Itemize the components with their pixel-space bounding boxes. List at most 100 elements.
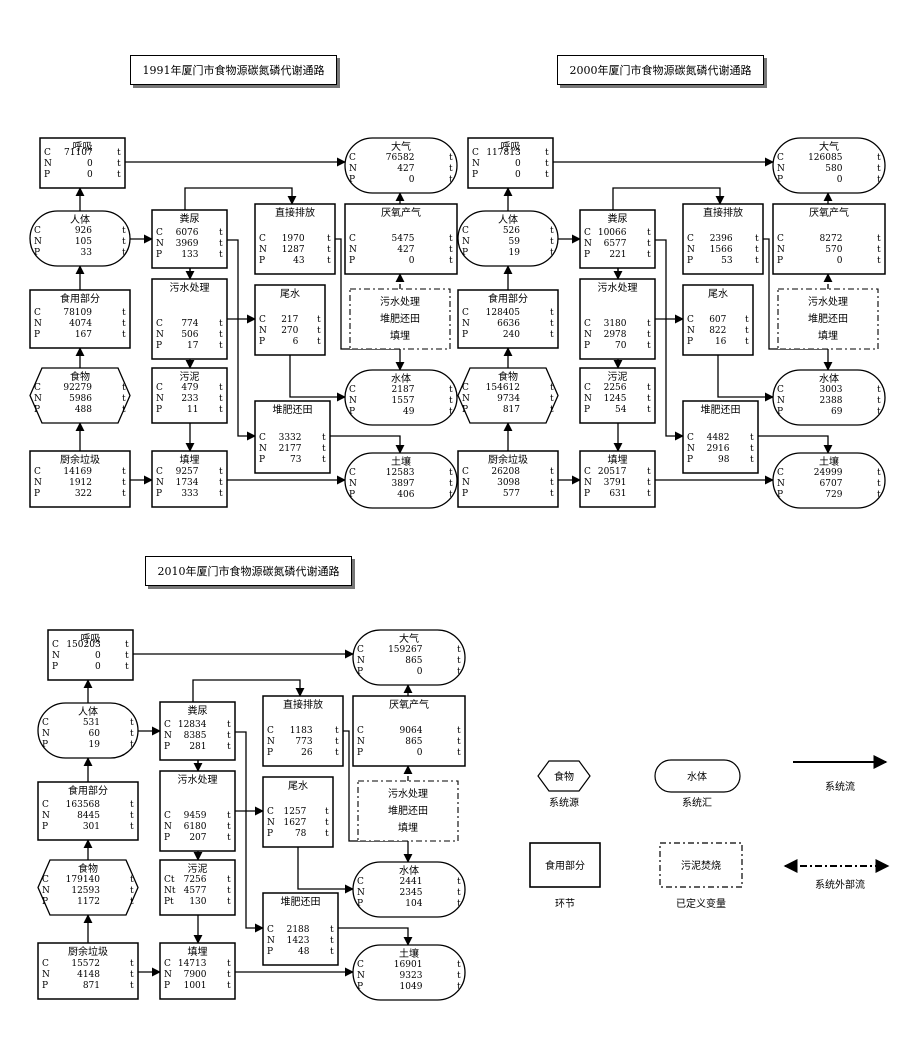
element-label: N — [687, 444, 695, 454]
element-label: N — [156, 478, 164, 488]
element-label: N — [472, 159, 480, 169]
element-label: P — [267, 947, 273, 957]
value-p: 1172 — [77, 897, 100, 907]
value-p: 11 — [187, 405, 198, 415]
legend-sink-label: 水体 — [687, 771, 707, 783]
value-n: 1566 — [710, 245, 733, 255]
element-label: N — [259, 326, 267, 336]
element-label: P — [349, 256, 355, 266]
node-label: 呼吸 — [501, 141, 521, 153]
unit-label: t — [745, 337, 749, 347]
value-n: 8385 — [184, 731, 207, 741]
unit-label: t — [877, 490, 881, 500]
unit-label: t — [130, 740, 134, 750]
node-label: 水体 — [399, 865, 419, 877]
value-p: 281 — [189, 742, 206, 752]
node-label: 食用部分 — [60, 292, 100, 305]
element-label: N — [156, 394, 164, 404]
element-label: C — [156, 383, 163, 393]
node-label: 污水处理 — [170, 282, 210, 294]
element-label: N — [156, 239, 164, 249]
node-label: 污泥 — [180, 370, 200, 383]
node-label: 食用部分 — [488, 292, 528, 305]
element-label: P — [156, 489, 162, 499]
unit-label: t — [130, 718, 134, 728]
unit-label: t — [750, 444, 754, 454]
value-c: 20517 — [598, 467, 627, 477]
value-n: 4148 — [77, 970, 100, 980]
unit-label: t — [227, 970, 231, 980]
unit-label: t — [317, 337, 321, 347]
element-label: N — [267, 818, 275, 828]
element-label: C — [259, 234, 266, 244]
unit-label: t — [125, 662, 129, 672]
unit-label: t — [227, 822, 231, 832]
flow-arrow — [289, 355, 346, 402]
unit-label: t — [335, 726, 339, 736]
node-label: 直接排放 — [283, 698, 323, 711]
value-p: 631 — [609, 489, 626, 499]
node-label: 食物 — [498, 370, 518, 383]
value-c: 607 — [709, 315, 726, 325]
value-c: 76582 — [386, 153, 415, 163]
legend-defined-caption: 已定义变量 — [676, 897, 726, 910]
value-n: 4074 — [69, 319, 92, 329]
value-p: 240 — [503, 330, 520, 340]
unit-label: t — [449, 256, 453, 266]
node-label: 尾水 — [708, 288, 728, 300]
element-label: C — [34, 308, 41, 318]
element-label: N — [164, 731, 172, 741]
unit-label: t — [550, 248, 554, 258]
value-n: 2177 — [279, 444, 302, 454]
value-n: 1557 — [392, 396, 415, 406]
unit-label: t — [550, 489, 554, 499]
node-label: 人体 — [78, 706, 98, 718]
element-label: C — [349, 385, 356, 395]
element-label: N — [584, 239, 592, 249]
node-label: 厌氧产气 — [389, 698, 429, 711]
unit-label: t — [325, 829, 329, 839]
node-label: 大气 — [391, 140, 411, 153]
unit-label: t — [449, 396, 453, 406]
legend: 食物 系统源 水体 系统汇 系统流 食用部分 环节 污泥焚烧 已定义变量 系统外… — [529, 755, 890, 910]
element-label: N — [164, 970, 172, 980]
unit-label: t — [449, 407, 453, 417]
element-label: C — [34, 226, 41, 236]
value-p: 0 — [87, 170, 93, 180]
value-c: 926 — [75, 226, 92, 236]
element-label: N — [34, 237, 42, 247]
unit-label: t — [449, 153, 453, 163]
unit-label: t — [130, 886, 134, 896]
unit-label: t — [449, 245, 453, 255]
element-label: P — [357, 982, 363, 992]
flow-arrow — [763, 238, 833, 371]
legend-system-flow-caption: 系统流 — [825, 780, 855, 793]
value-c: 774 — [181, 319, 198, 329]
node-label: 食物 — [78, 862, 98, 875]
value-n: 1245 — [604, 394, 627, 404]
unit-label: t — [877, 396, 881, 406]
value-c: 126085 — [808, 153, 843, 163]
defined-variable-label: 填埋 — [818, 329, 838, 342]
unit-label: t — [122, 237, 126, 247]
unit-label: t — [322, 433, 326, 443]
value-p: 73 — [290, 455, 302, 465]
flow-arrow — [717, 355, 774, 402]
value-c: 154612 — [486, 383, 520, 393]
unit-label: t — [330, 947, 334, 957]
flow-arrow — [612, 187, 725, 210]
unit-label: t — [227, 720, 231, 730]
value-c: 9459 — [184, 811, 207, 821]
unit-label: t — [877, 245, 881, 255]
value-n: 427 — [397, 164, 414, 174]
unit-label: t — [647, 319, 651, 329]
unit-label: t — [755, 234, 759, 244]
value-c: 6076 — [176, 228, 199, 238]
